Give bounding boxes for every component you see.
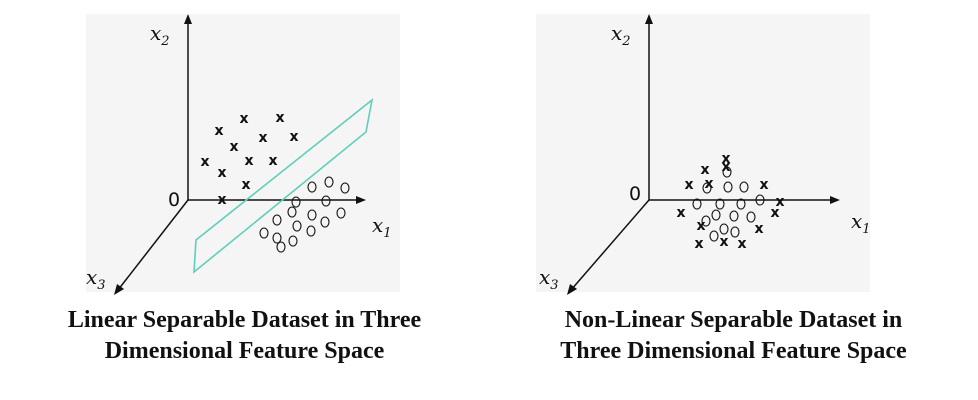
- cross-marker: x: [241, 177, 250, 193]
- x1-axis-label: x1: [851, 209, 871, 237]
- x3-axis: [570, 199, 650, 291]
- cross-marker: x: [719, 234, 728, 250]
- circle-marker: [288, 235, 298, 247]
- left-caption-line-2: Dimensional Feature Space: [104, 338, 385, 364]
- circle-marker: [729, 210, 739, 222]
- cross-marker: x: [696, 218, 705, 234]
- cross-marker: x: [239, 111, 248, 127]
- circle-marker: [719, 223, 729, 235]
- circle-marker: [324, 176, 334, 188]
- cross-marker: x: [217, 165, 226, 181]
- origin-label: 0: [629, 183, 641, 205]
- cross-marker: x: [684, 177, 693, 193]
- cross-marker: x: [229, 139, 238, 155]
- cross-marker: x: [754, 221, 763, 237]
- cross-marker: x: [700, 162, 709, 178]
- x1-axis-label: x1: [372, 213, 392, 241]
- x3-axis-label: x3: [539, 265, 559, 293]
- circle-marker: [702, 182, 712, 194]
- circle-marker: [307, 209, 317, 221]
- circle-marker: [709, 230, 719, 242]
- left-caption: Linear Separable Dataset in Three Dimens…: [0, 305, 489, 367]
- circle-marker: [272, 214, 282, 226]
- circle-marker: [292, 220, 302, 232]
- x2-axis-label: x2: [611, 21, 631, 49]
- cross-marker: x: [676, 205, 685, 221]
- cross-marker: x: [770, 205, 779, 221]
- plot-background: [536, 14, 870, 292]
- circle-marker: [730, 226, 740, 238]
- circle-marker: [287, 206, 297, 218]
- cross-marker: x: [244, 153, 253, 169]
- cross-marker: x: [737, 236, 746, 252]
- circle-marker: [701, 215, 711, 227]
- circle-marker: [715, 198, 725, 210]
- circle-marker: [723, 181, 733, 193]
- x3-arrow-icon: [114, 284, 124, 295]
- circle-marker: [272, 232, 282, 244]
- left-caption-line-1: Linear Separable Dataset in Three: [67, 307, 422, 333]
- circle-marker: [340, 182, 350, 194]
- x1-arrow-icon: [830, 196, 840, 204]
- circle-marker: [746, 211, 756, 223]
- cross-marker: x: [275, 110, 284, 126]
- plot-background: [86, 14, 400, 292]
- cross-marker: x: [200, 154, 209, 170]
- circle-marker: [336, 207, 346, 219]
- cross-marker: x: [289, 129, 298, 145]
- right-caption: Non-Linear Separable Dataset in Three Di…: [489, 305, 978, 367]
- x3-arrow-icon: [567, 284, 577, 295]
- circle-marker: [276, 241, 286, 253]
- right-caption-line-1: Non-Linear Separable Dataset in: [564, 307, 903, 333]
- cross-marker: x: [268, 153, 277, 169]
- cross-marker: x: [214, 123, 223, 139]
- right-caption-line-2: Three Dimensional Feature Space: [560, 338, 907, 364]
- x3-axis-label: x3: [86, 265, 106, 293]
- origin-label: 0: [168, 189, 180, 211]
- cross-marker: x: [721, 151, 730, 167]
- circle-marker: [320, 216, 330, 228]
- circle-marker: [321, 195, 331, 207]
- circle-marker: [755, 194, 765, 206]
- x2-arrow-icon: [184, 14, 192, 24]
- cross-marker: x: [759, 177, 768, 193]
- circle-marker: [722, 166, 732, 178]
- circle-marker: [736, 198, 746, 210]
- cross-marker: x: [694, 236, 703, 252]
- x3-axis: [117, 199, 189, 291]
- x2-axis-label: x2: [150, 21, 170, 49]
- circle-marker: [291, 196, 301, 208]
- x1-arrow-icon: [356, 196, 366, 204]
- circle-marker: [711, 209, 721, 221]
- circle-marker: [306, 225, 316, 237]
- circle-marker: [692, 198, 702, 210]
- circle-marker: [739, 181, 749, 193]
- circle-marker: [307, 181, 317, 193]
- separating-hyperplane: [193, 98, 374, 274]
- x2-arrow-icon: [645, 14, 653, 24]
- cross-marker: x: [217, 192, 226, 208]
- cross-marker: x: [775, 194, 784, 210]
- circle-marker: [259, 227, 269, 239]
- cross-marker: x: [258, 130, 267, 146]
